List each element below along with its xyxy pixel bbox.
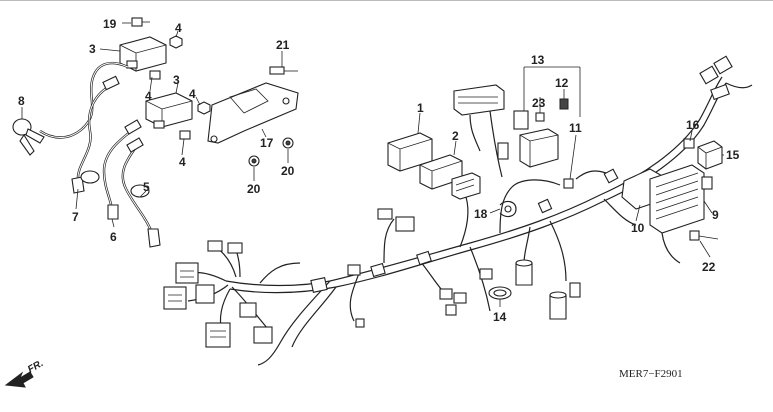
connector-cluster-center — [347, 208, 493, 328]
callout-8: 8 — [18, 94, 25, 108]
leader-lines — [21, 22, 724, 307]
callout-2: 2 — [452, 129, 459, 143]
callout-9: 9 — [712, 208, 719, 222]
callout-6: 6 — [110, 230, 117, 244]
connector-11 — [563, 178, 574, 189]
callout-20-left: 20 — [247, 182, 261, 196]
nuts-20 — [248, 137, 294, 167]
fuse-12 — [559, 98, 569, 110]
fuse-23 — [535, 112, 545, 122]
ignition-coil-upper — [119, 36, 167, 80]
callout-12: 12 — [555, 76, 569, 90]
callout-numbers: 19 4 3 4 3 4 4 8 7 6 5 21 17 20 20 1 2 1… — [18, 17, 740, 324]
spark-plug-caps — [12, 118, 161, 248]
callout-3-upper: 3 — [89, 42, 96, 56]
callout-18: 18 — [474, 207, 488, 221]
clamp-18 — [499, 200, 517, 218]
callout-22: 22 — [702, 260, 716, 274]
sensor-cylinder-lower — [549, 282, 581, 320]
callout-19: 19 — [103, 17, 117, 31]
callout-20-right: 20 — [281, 164, 295, 178]
callout-13: 13 — [531, 53, 545, 67]
reference-code: MER7−F2901 — [619, 368, 683, 380]
callout-4-bottom: 4 — [179, 155, 186, 169]
relay-block — [497, 110, 559, 168]
callout-16: 16 — [686, 118, 700, 132]
callout-4-top: 4 — [175, 21, 182, 35]
callout-4-mid: 4 — [145, 89, 152, 103]
callout-11: 11 — [569, 121, 582, 135]
callout-3-lower: 3 — [173, 73, 180, 87]
ignition-coil-lower — [145, 92, 193, 140]
front-label: FR. — [26, 358, 45, 376]
callout-4-right: 4 — [189, 87, 196, 101]
top-right-connectors — [699, 55, 753, 101]
spark-plug-wires — [39, 61, 154, 234]
harness-sleeve-bands — [310, 168, 619, 293]
callout-7: 7 — [72, 210, 79, 224]
regulator-rectifier-9 — [649, 164, 713, 264]
callout-23: 23 — [532, 96, 546, 110]
callout-14: 14 — [493, 310, 507, 324]
callout-17: 17 — [260, 136, 274, 150]
coil-bracket-17 — [207, 66, 299, 144]
connector-block-2 — [419, 154, 481, 200]
callout-10: 10 — [631, 221, 645, 235]
bolt-19 — [131, 17, 150, 27]
callout-1: 1 — [417, 101, 424, 115]
band-14 — [488, 286, 512, 300]
left-connector-cluster — [163, 240, 301, 348]
fuse-box — [453, 84, 505, 178]
connector-16 — [683, 138, 695, 149]
bolt-22 — [689, 230, 719, 241]
sensor-cylinder-upper — [515, 259, 533, 286]
relay-15 — [697, 140, 723, 170]
callout-15: 15 — [726, 148, 740, 162]
front-direction-arrow: FR. — [4, 358, 45, 388]
callout-5: 5 — [143, 180, 150, 194]
callout-21: 21 — [276, 38, 290, 52]
